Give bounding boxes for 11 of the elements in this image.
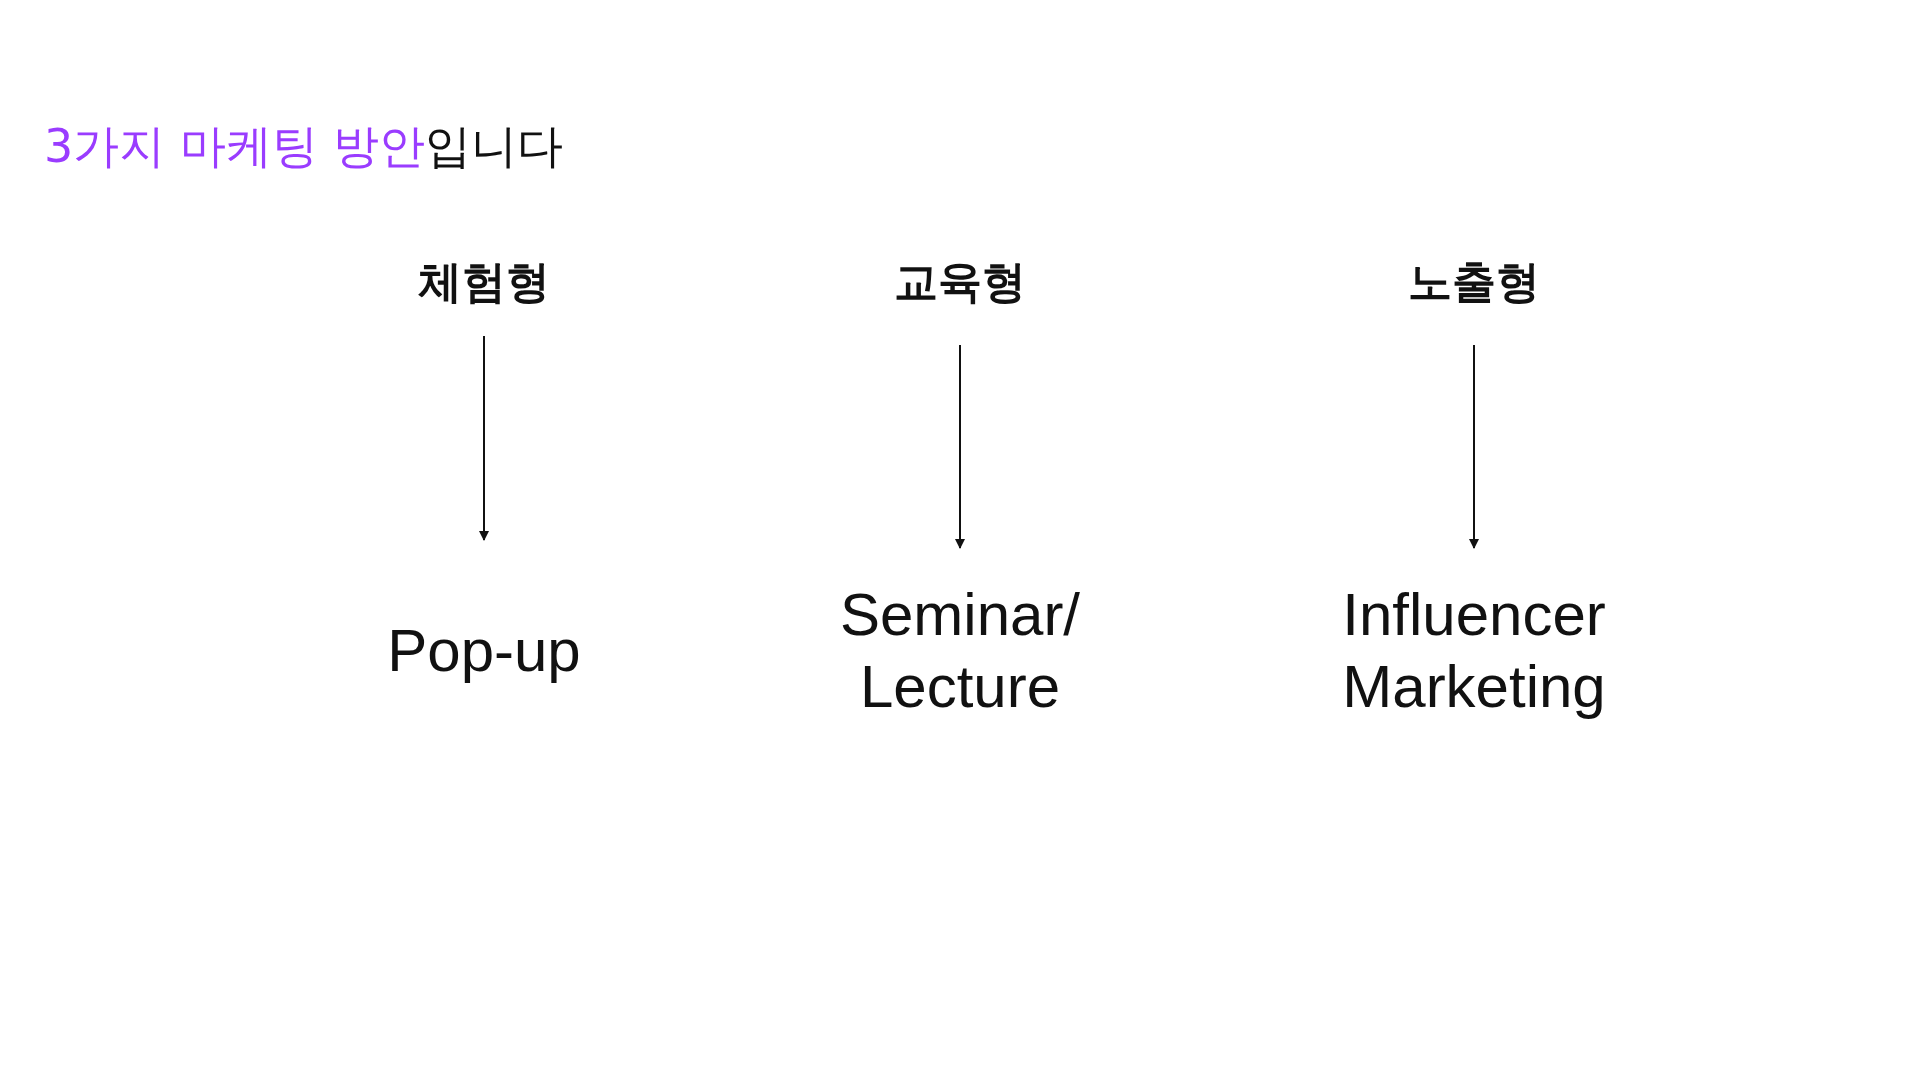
heading-text: 입니다	[424, 119, 563, 173]
category-label: 교육형	[894, 255, 1026, 309]
category-label: 체험형	[418, 255, 550, 309]
arrow	[955, 344, 965, 549]
arrow	[479, 335, 489, 541]
strategy-label: Influencer Marketing	[1341, 580, 1607, 722]
arrow	[1469, 344, 1479, 549]
highlighted-heading-text: 3가지 마케팅 방안	[44, 119, 425, 173]
category-label: 노출형	[1408, 255, 1540, 309]
strategy-label: Pop-up	[387, 616, 581, 686]
strategy-label: Seminar/ Lecture	[838, 580, 1082, 722]
